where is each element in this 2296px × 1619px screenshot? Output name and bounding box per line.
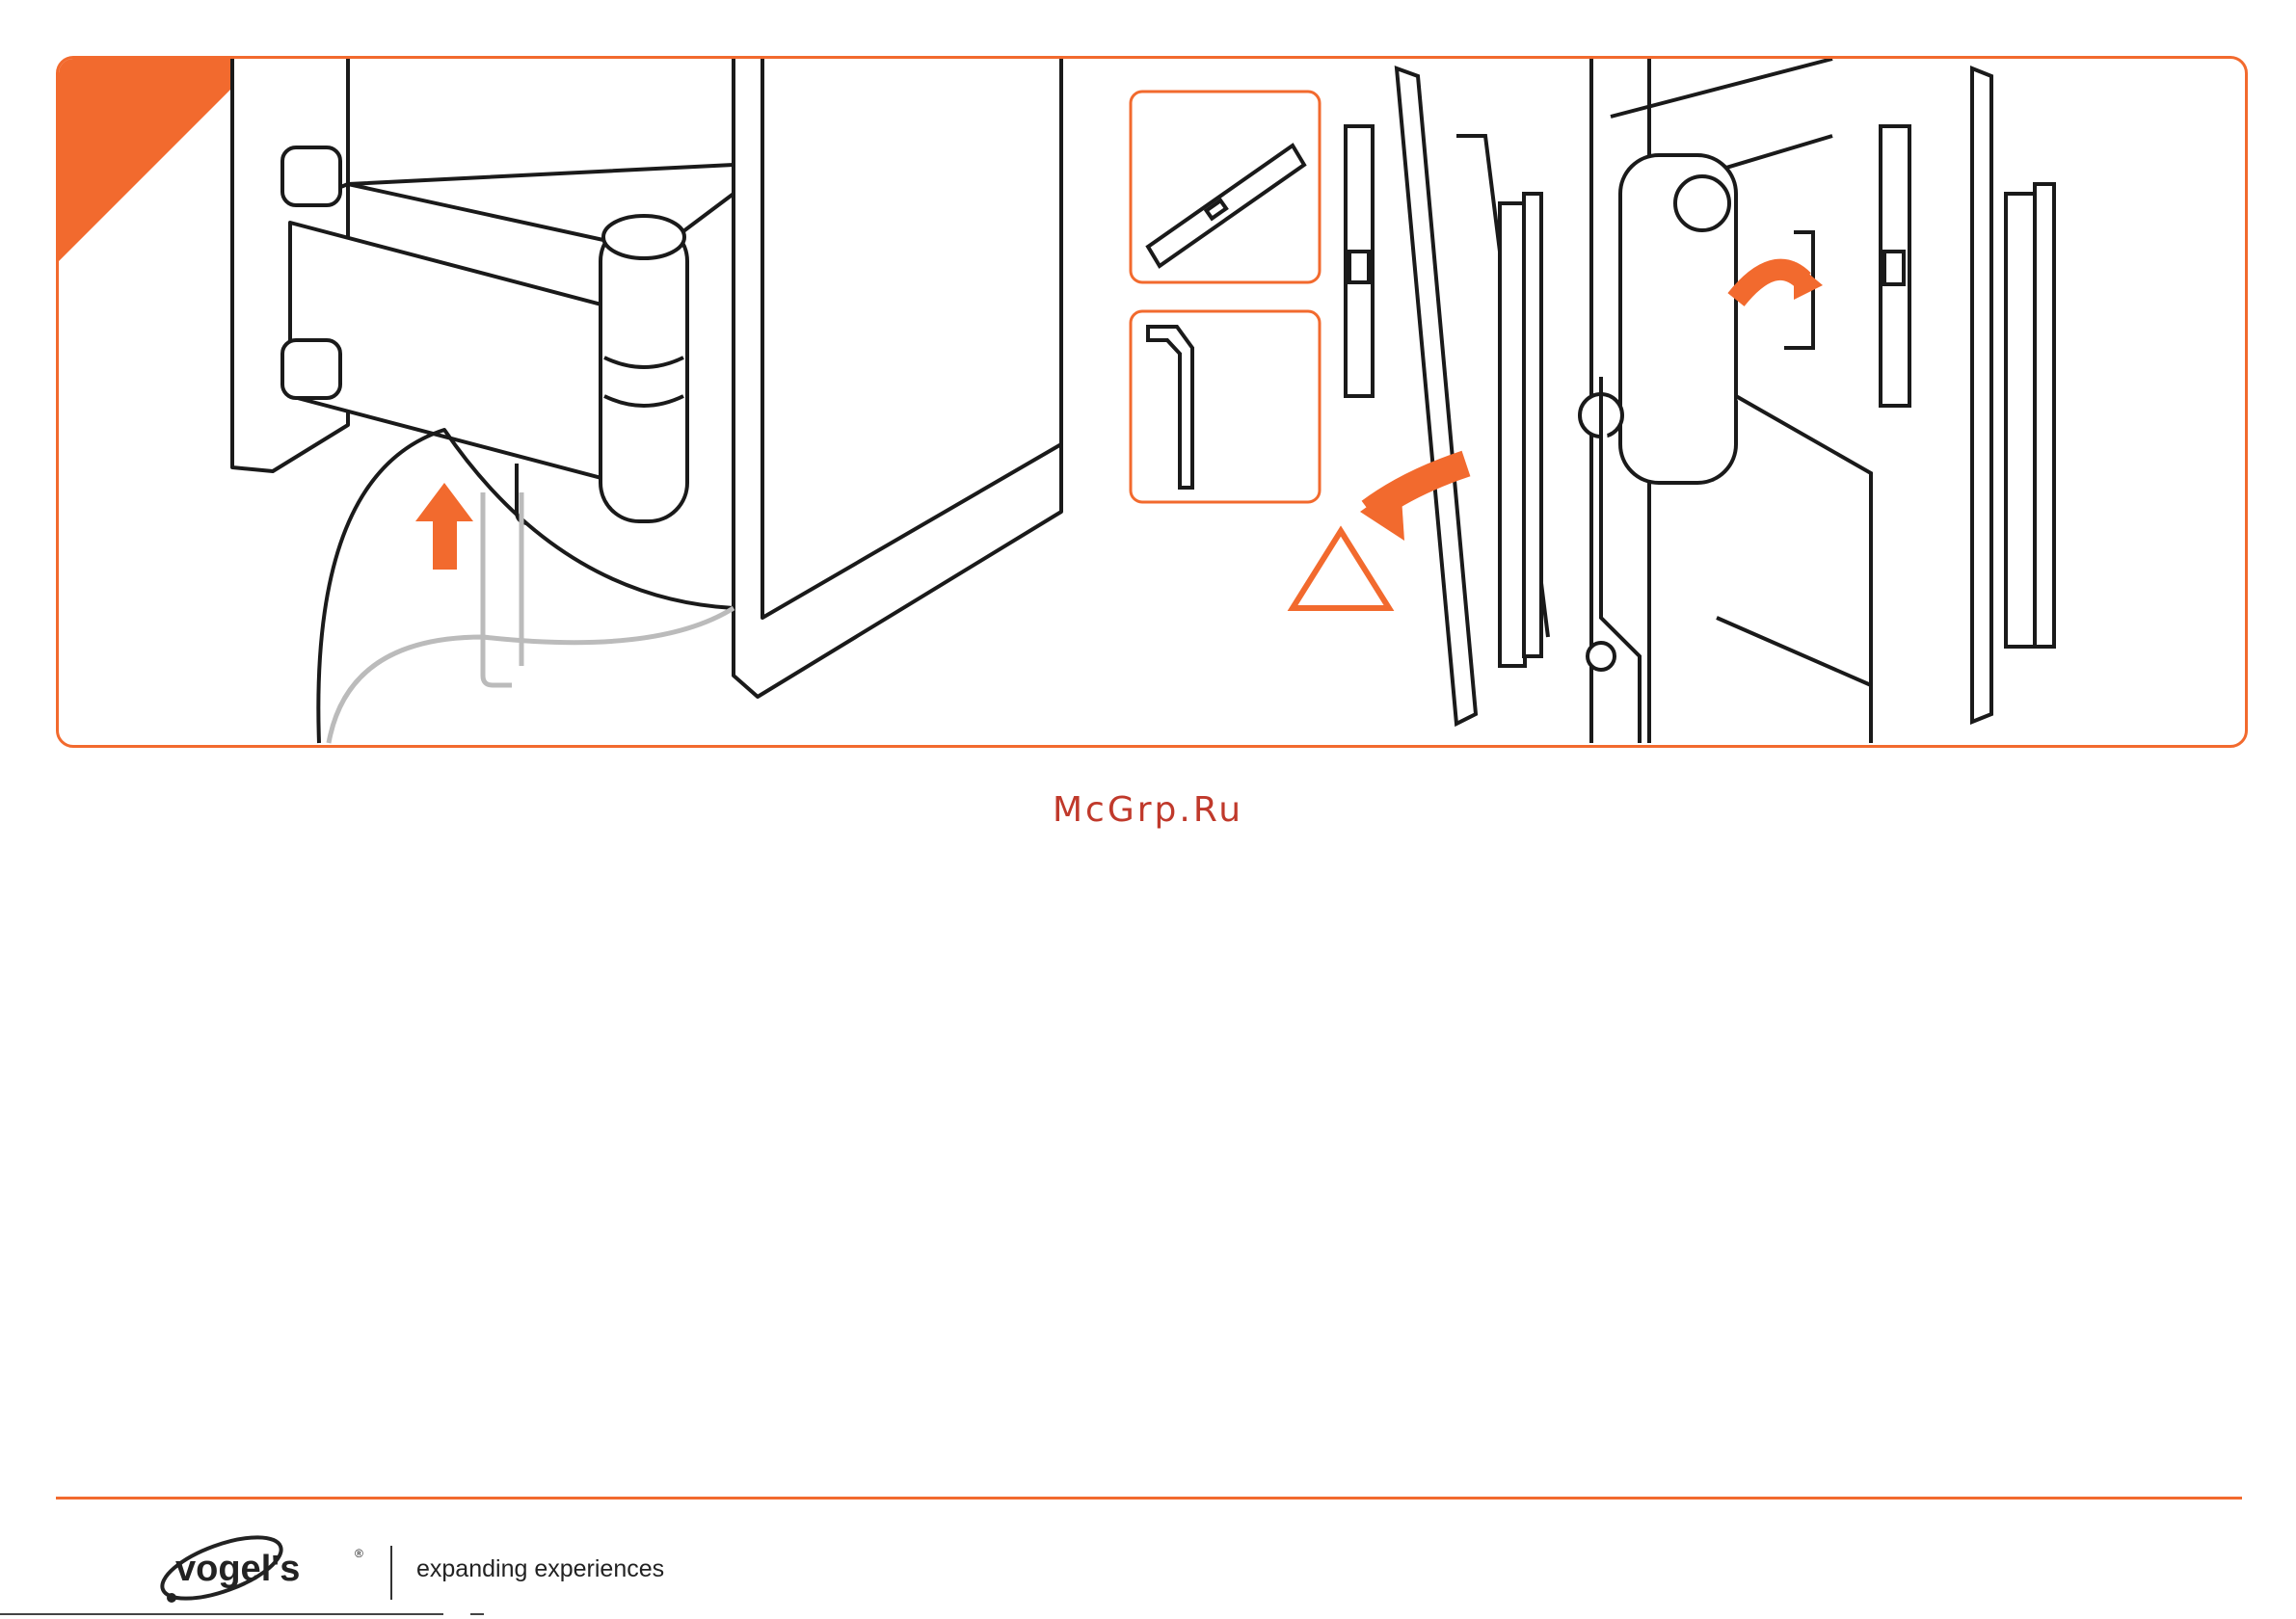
bracket-detail	[1580, 59, 1871, 743]
logo-divider	[390, 1546, 392, 1600]
footer-divider-line	[56, 1497, 2242, 1500]
tv-arm-illustration	[232, 59, 1061, 743]
tv-profile-right	[1881, 68, 2054, 722]
tv-profile-left	[1346, 68, 1548, 724]
cable-clip-light	[329, 492, 734, 743]
page-edge-line	[0, 1613, 443, 1615]
instruction-illustration	[59, 59, 2245, 745]
brand-tagline: expanding experiences	[416, 1555, 664, 1583]
page-edge-tick	[470, 1613, 484, 1615]
watermark-text: McGrp.Ru	[0, 790, 2296, 830]
spirit-level-box	[1131, 92, 1320, 282]
instruction-panel	[56, 56, 2248, 748]
up-arrow-icon	[415, 483, 473, 570]
logo-registered-mark: ®	[355, 1547, 363, 1560]
warning-triangle-icon	[1293, 531, 1389, 608]
hex-key-box	[1131, 311, 1320, 502]
logo-brand-text: vogel's	[175, 1549, 300, 1589]
vogels-logo: vogel's ®	[154, 1523, 386, 1619]
